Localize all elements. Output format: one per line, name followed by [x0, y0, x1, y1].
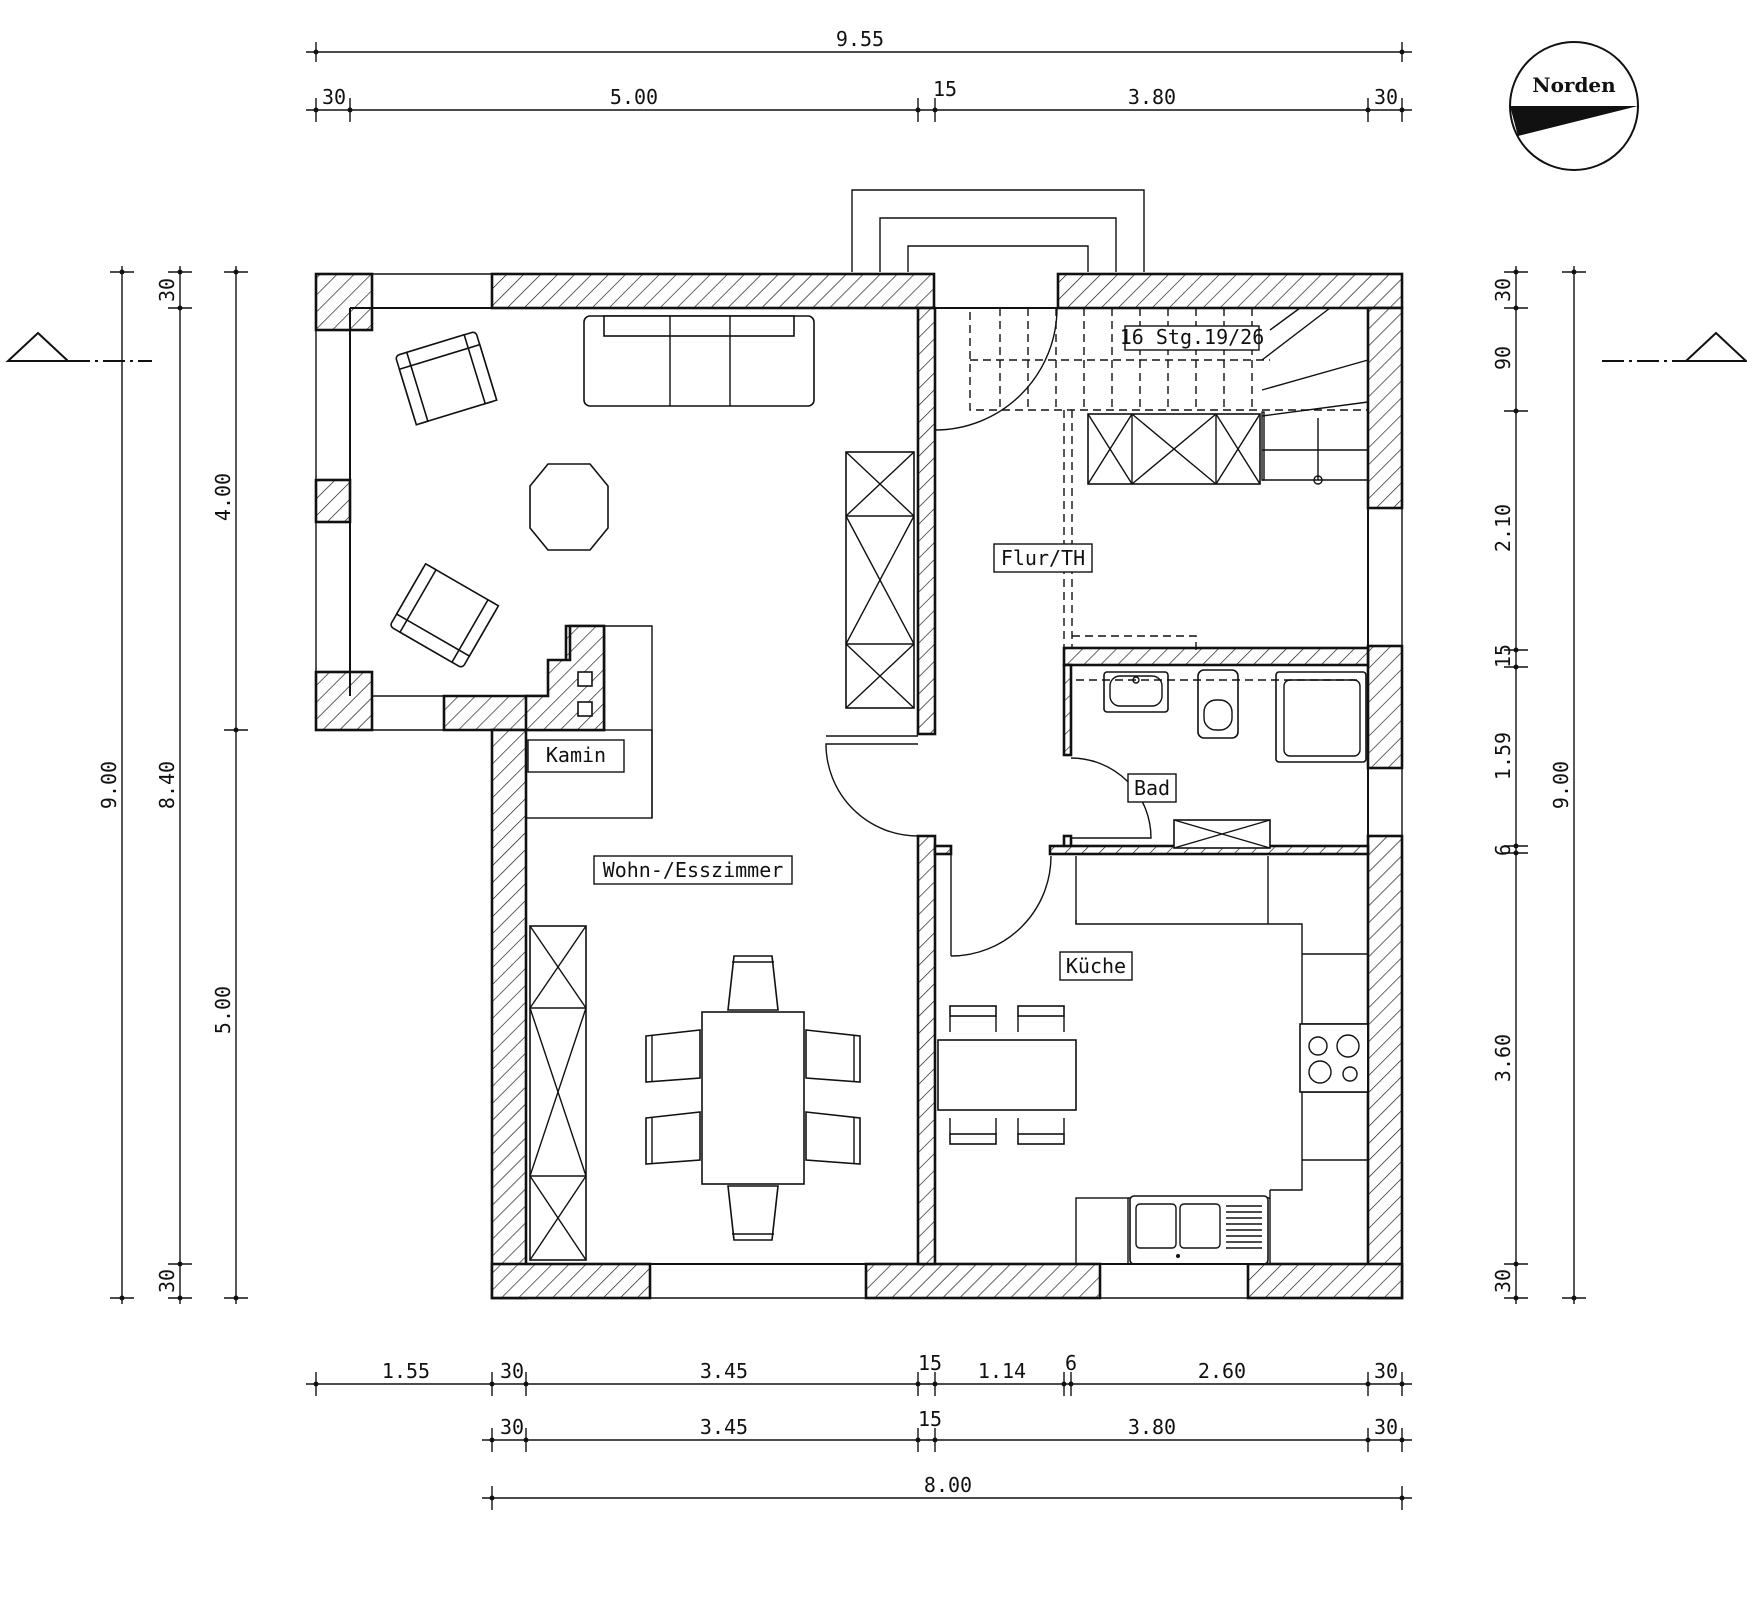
dim-total-width: 9.55 — [836, 27, 884, 51]
dim-right-outer: 9.00 — [1549, 761, 1573, 809]
dim-bottom-r2-30a: 30 — [500, 1415, 524, 1439]
dim-top-380: 3.80 — [1128, 85, 1176, 109]
dim-right-159: 1.59 — [1491, 732, 1515, 780]
dim-bottom-r2-345: 3.45 — [700, 1415, 748, 1439]
dim-bottom-r1-30a: 30 — [500, 1359, 524, 1383]
dim-bottom-114: 1.14 — [978, 1359, 1026, 1383]
cabinet-living — [845, 451, 915, 709]
dim-right-210: 2.10 — [1491, 504, 1515, 552]
dim-top-30a: 30 — [322, 85, 346, 109]
section-marker-left — [5, 331, 152, 362]
dim-bottom-r2-380: 3.80 — [1128, 1415, 1176, 1439]
section-marker-right — [1602, 331, 1747, 362]
dim-bottom-800: 8.00 — [924, 1473, 972, 1497]
fireplace: Kamin — [525, 625, 653, 819]
dim-top-30b: 30 — [1374, 85, 1398, 109]
sofa — [583, 315, 815, 407]
dim-bottom-155: 1.55 — [382, 1359, 430, 1383]
cooktop — [1299, 1023, 1369, 1093]
interior-walls — [916, 306, 1370, 1266]
bath-fixtures — [1076, 669, 1367, 849]
dim-bottom-6: 6 — [1065, 1351, 1077, 1375]
dimension-right: 30 90 2.10 15 1.59 6 3.60 30 9.00 — [1491, 266, 1586, 1304]
dim-right-15: 15 — [1491, 644, 1515, 668]
stair-label: 16 Stg.19/26 — [1120, 325, 1265, 349]
dim-right-360: 3.60 — [1491, 1034, 1515, 1082]
dimension-top: 9.55 30 5.00 15 3.80 30 — [306, 27, 1412, 122]
kitchen-sink — [1129, 1195, 1269, 1265]
dim-bottom-r2-15: 15 — [918, 1407, 942, 1431]
room-label-bad: Bad — [1134, 776, 1170, 800]
room-labels: Wohn-/Esszimmer Flur/TH Bad Küche — [593, 543, 1177, 981]
armchair-bottom — [390, 562, 500, 668]
dim-left-500: 5.00 — [211, 986, 235, 1034]
dim-bottom-r2-30b: 30 — [1374, 1415, 1398, 1439]
octagonal-table — [529, 463, 609, 551]
dim-top-15: 15 — [933, 77, 957, 101]
north-label: Norden — [1532, 73, 1616, 97]
room-label-kamin: Kamin — [546, 743, 606, 767]
room-label-wohn: Wohn-/Esszimmer — [603, 858, 784, 882]
dim-left-400: 4.00 — [211, 473, 235, 521]
dim-bottom-r1-15: 15 — [918, 1351, 942, 1375]
outline — [349, 307, 1369, 1265]
dim-right-90: 90 — [1491, 346, 1515, 370]
dim-top-500: 5.00 — [610, 85, 658, 109]
dim-right-t30: 30 — [1491, 278, 1515, 302]
dim-left-t30: 30 — [155, 278, 179, 302]
dim-bottom-r1-30b: 30 — [1374, 1359, 1398, 1383]
room-label-flur: Flur/TH — [1001, 546, 1085, 570]
cabinet-dining — [529, 925, 587, 1261]
dim-bottom-r1-345: 3.45 — [700, 1359, 748, 1383]
entrance-steps — [851, 189, 1145, 272]
staircase: 16 Stg.19/26 — [969, 307, 1369, 652]
kitchen-table — [937, 1005, 1077, 1145]
armchair-top — [395, 331, 498, 426]
dim-bottom-260: 2.60 — [1198, 1359, 1246, 1383]
cabinet-hall — [1087, 413, 1261, 485]
dim-left-outer: 9.00 — [97, 761, 121, 809]
dim-right-b30: 30 — [1491, 1269, 1515, 1293]
exterior-walls — [314, 272, 1404, 1300]
room-label-kueche: Küche — [1066, 954, 1126, 978]
dimension-left: 9.00 30 8.40 30 4.00 5.00 — [97, 266, 248, 1304]
dimension-bottom: 1.55 30 3.45 15 1.14 6 2.60 30 30 3.45 1… — [306, 1351, 1412, 1510]
dining-table — [645, 955, 861, 1241]
dim-right-6: 6 — [1491, 844, 1515, 856]
dim-left-840: 8.40 — [155, 761, 179, 809]
dim-left-b30: 30 — [155, 1269, 179, 1293]
north-arrow: Norden — [1509, 41, 1639, 171]
